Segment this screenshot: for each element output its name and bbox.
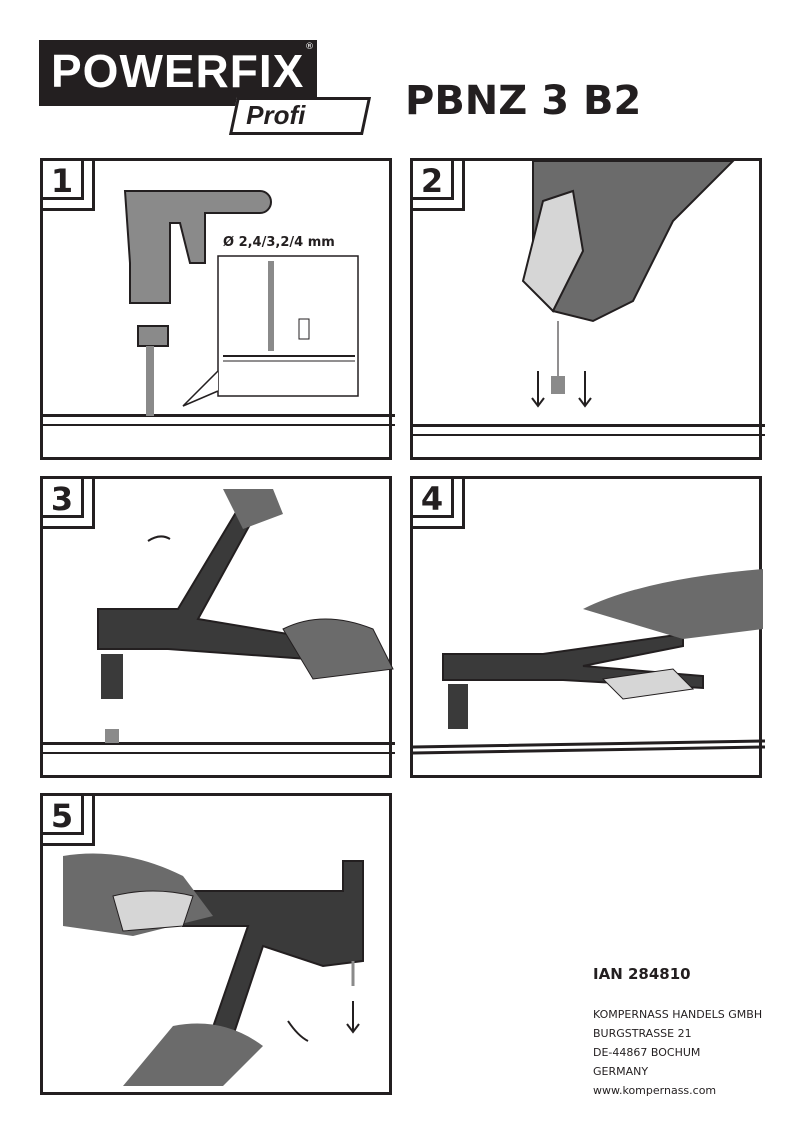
powerfix-logo: POWERFIX ® xyxy=(39,40,317,106)
drill-diameter-label: Ø 2,4/3,2/4 mm xyxy=(223,235,335,250)
ian-number: IAN 284810 xyxy=(593,965,691,983)
brand-sub: Profi xyxy=(246,100,306,130)
step-panel-1: 1 Ø 2,4/3,2/4 mm xyxy=(40,158,395,460)
step-panel-4: 4 xyxy=(410,476,765,778)
riveter-squeeze-illustration xyxy=(413,569,765,755)
riveter-open-illustration xyxy=(43,489,395,754)
street: BURGSTRASSE 21 xyxy=(593,1027,692,1040)
registered-mark: ® xyxy=(305,42,314,52)
step-panel-5: 5 xyxy=(40,793,392,1095)
step-number: 3 xyxy=(40,476,84,518)
riveter-remove-illustration xyxy=(63,853,364,1086)
step-number: 4 xyxy=(410,476,454,518)
step-number: 5 xyxy=(40,793,84,835)
model-title: PBNZ 3 B2 xyxy=(405,78,642,124)
brand-name: POWERFIX xyxy=(51,45,305,97)
hand-insert-rivet-illustration xyxy=(413,161,765,436)
profi-logo: Profi xyxy=(228,97,372,135)
step-number: 1 xyxy=(40,158,84,200)
step-number: 2 xyxy=(410,158,454,200)
website: www.kompernass.com xyxy=(593,1084,717,1097)
step-panel-2: 2 xyxy=(410,158,765,460)
company-name: KOMPERNASS HANDELS GMBH xyxy=(593,1008,763,1021)
city: DE-44867 BOCHUM xyxy=(593,1046,701,1059)
drill-illustration xyxy=(43,190,395,426)
manufacturer-info: IAN 284810 KOMPERNASS HANDELS GMBH BURGS… xyxy=(593,965,762,1100)
country: GERMANY xyxy=(593,1065,649,1078)
step-panel-3: 3 xyxy=(40,476,395,778)
